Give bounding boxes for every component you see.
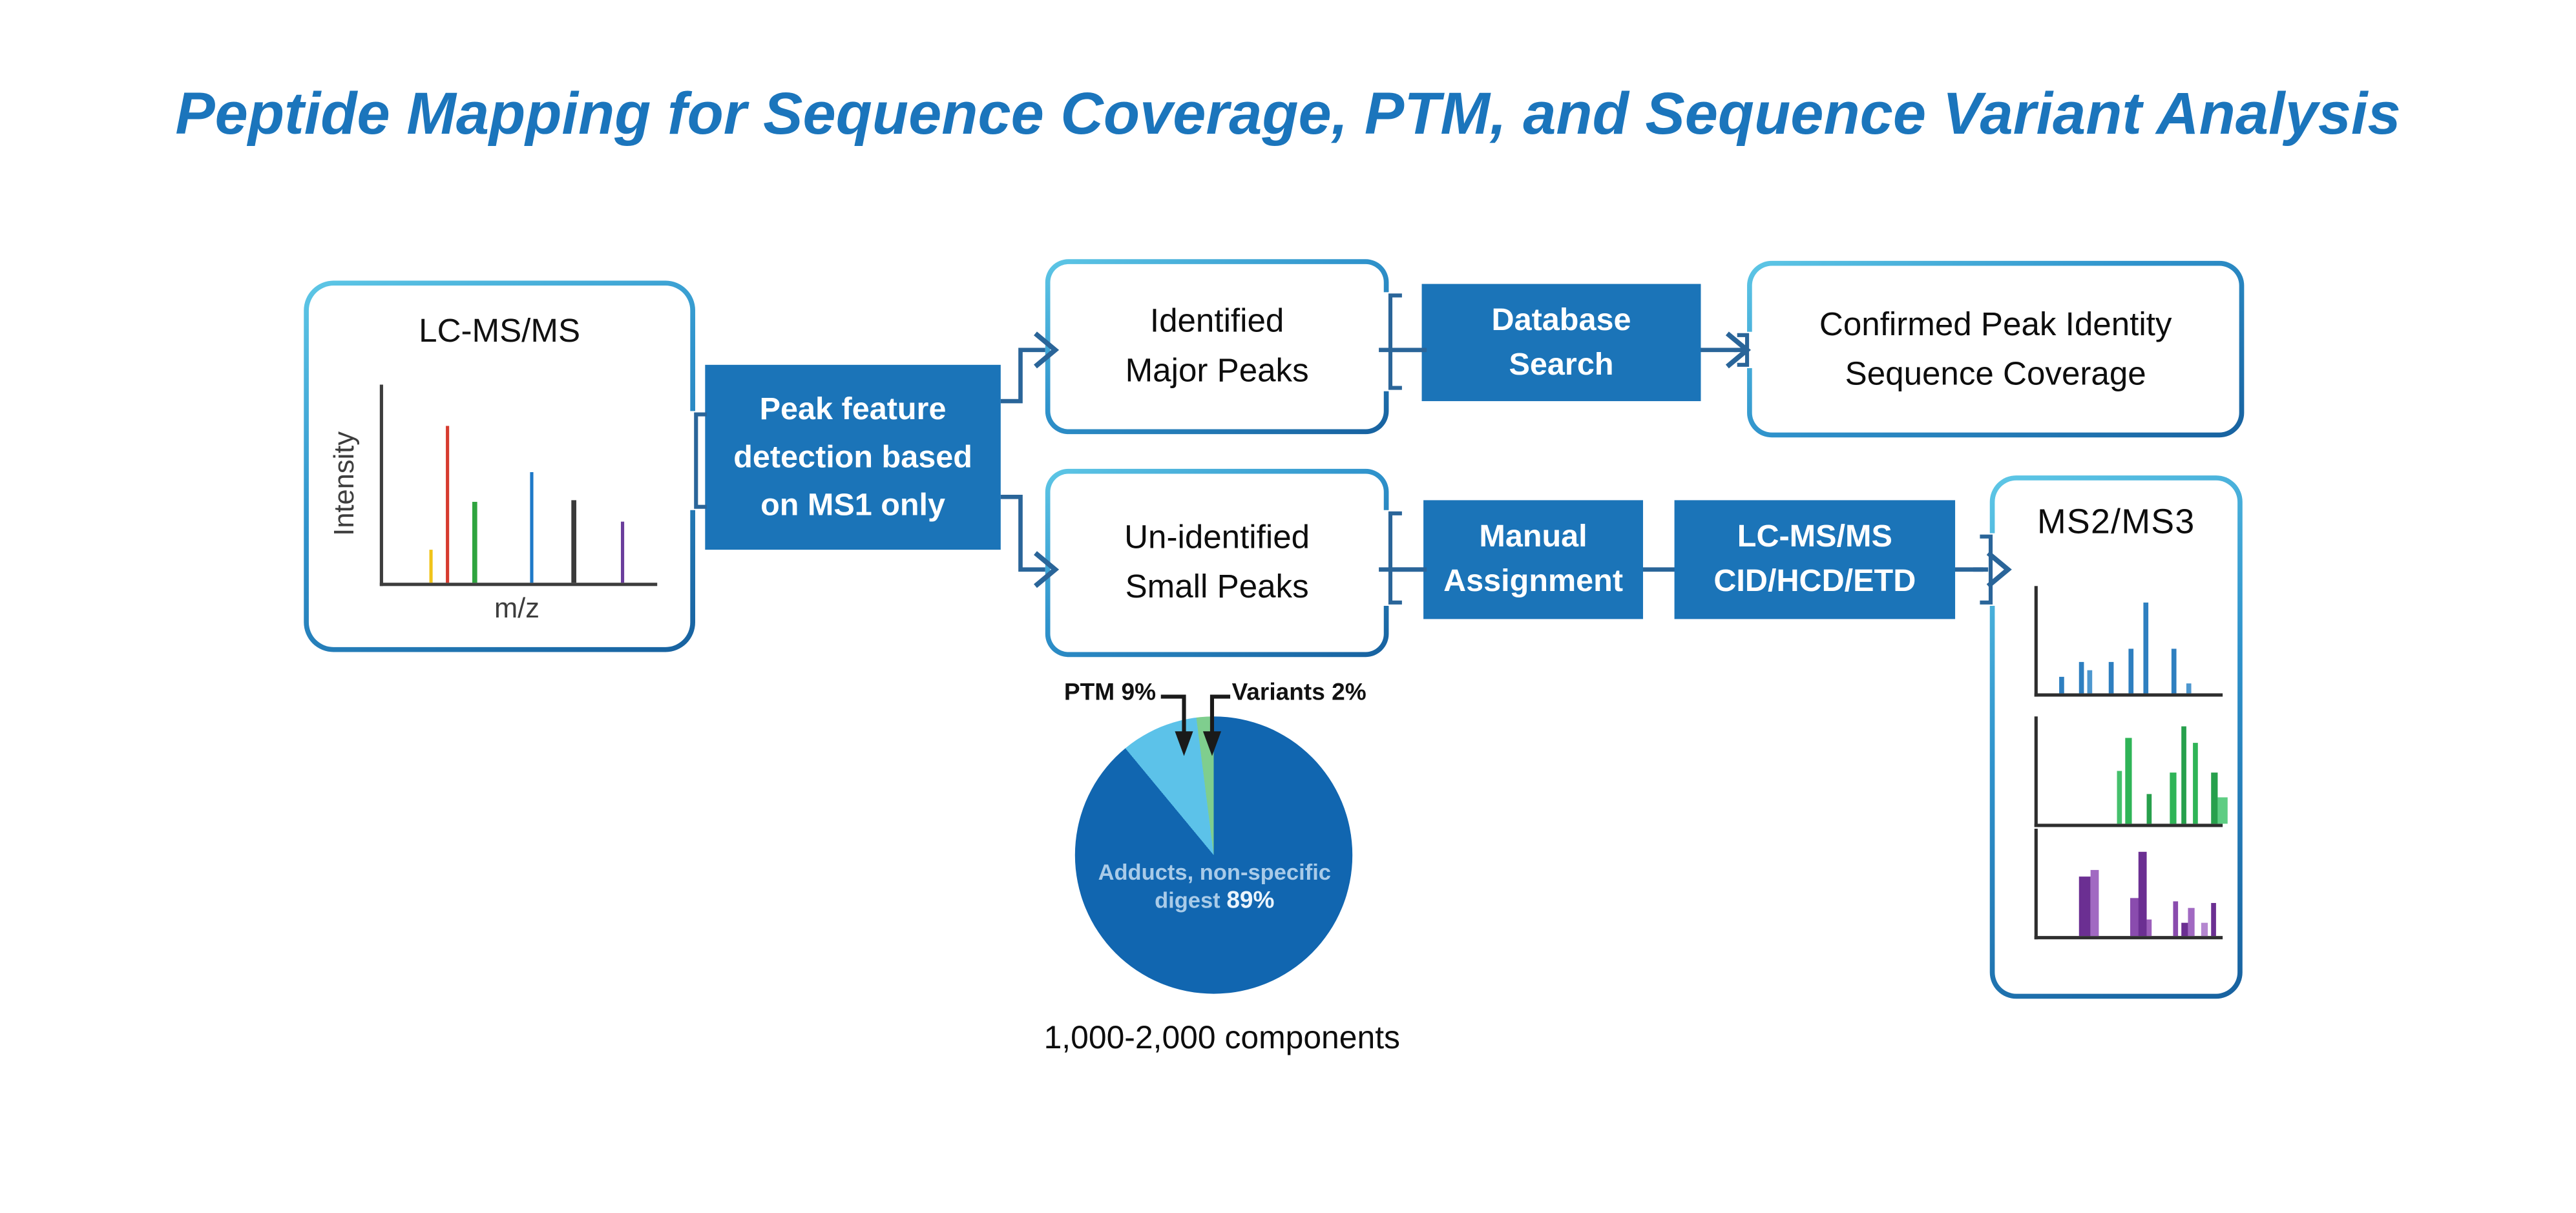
identified-line: Major Peaks bbox=[1125, 353, 1309, 390]
database-search-box: Database Search bbox=[1421, 284, 1701, 402]
ms2-box-body: MS2/MS3 bbox=[1995, 480, 2238, 994]
sketch-bracket bbox=[1980, 534, 1993, 605]
identified-major-peaks-box: Identified Major Peaks bbox=[1045, 259, 1389, 435]
spectrum-bar bbox=[571, 499, 576, 583]
spectrum-bar bbox=[2108, 661, 2113, 694]
pie-center-line2: digest 89% bbox=[1070, 886, 1359, 916]
peak-feature-line: detection based bbox=[733, 440, 972, 475]
confirmed-box-label: Confirmed Peak Identity Sequence Coverag… bbox=[1752, 265, 2239, 432]
pie-label-ptm-value: 9% bbox=[1121, 679, 1157, 707]
spectrum-bar bbox=[2171, 648, 2176, 694]
database-search-line: Search bbox=[1509, 347, 1614, 382]
spectrum-bar bbox=[2210, 902, 2217, 937]
identified-line: Identified bbox=[1149, 304, 1284, 340]
pie-center-line2-prefix: digest bbox=[1155, 888, 1220, 913]
ms2-box-title: MS2/MS3 bbox=[2037, 503, 2195, 542]
ms2-ms3-box: MS2/MS3 bbox=[1989, 475, 2243, 999]
spectrum-bar bbox=[620, 521, 625, 583]
spectrum-bar bbox=[2146, 794, 2153, 824]
spectrum-bar bbox=[2139, 852, 2147, 937]
arrowhead-icon bbox=[1725, 331, 1752, 369]
spectrum-bar bbox=[2182, 922, 2188, 937]
confirmed-peak-identity-box: Confirmed Peak Identity Sequence Coverag… bbox=[1747, 260, 2245, 438]
manual-assignment-line: Manual bbox=[1479, 520, 1587, 555]
unidentified-line: Un-identified bbox=[1124, 520, 1310, 557]
spectrum-bar bbox=[2192, 742, 2199, 824]
spectrum-bar bbox=[2146, 918, 2153, 937]
pie-center-line1: Adducts, non-specific bbox=[1098, 860, 1331, 885]
components-pie-chart bbox=[1074, 716, 1353, 994]
spectrum-bar bbox=[2201, 922, 2208, 937]
spectrum-bar bbox=[428, 549, 433, 583]
spectrum-bar bbox=[2079, 661, 2084, 694]
spectrum-bar bbox=[2129, 648, 2134, 694]
lcms-spectrum-xlabel: m/z bbox=[494, 592, 539, 625]
sketch-bracket bbox=[1737, 333, 1750, 367]
database-search-line: Database bbox=[1491, 302, 1631, 338]
lcms-box-title: LC-MS/MS bbox=[419, 313, 581, 350]
spectrum-bar bbox=[2217, 798, 2228, 824]
spectrum-bar bbox=[2058, 676, 2064, 694]
ms2-spectrum-purple bbox=[2034, 829, 2223, 940]
unidentified-box-label: Un-identified Small Peaks bbox=[1050, 474, 1383, 652]
fork-down-connector bbox=[1000, 494, 1045, 572]
unidentified-box-body: Un-identified Small Peaks bbox=[1050, 473, 1384, 652]
spectrum-bar bbox=[473, 501, 477, 583]
manual-assignment-box: Manual Assignment bbox=[1423, 500, 1644, 619]
spectrum-bar bbox=[2186, 682, 2192, 694]
spectrum-bar bbox=[2088, 670, 2093, 694]
lcms-box-body: LC-MS/MS Intensity m/z bbox=[308, 285, 691, 647]
sketch-bracket bbox=[1388, 293, 1402, 390]
spectrum-bar bbox=[2116, 770, 2122, 824]
unidentified-small-peaks-box: Un-identified Small Peaks bbox=[1045, 468, 1389, 658]
peak-feature-detection-box: Peak feature detection based on MS1 only bbox=[705, 364, 1001, 550]
pie-label-variants: Variants 2% bbox=[1232, 680, 1463, 707]
confirmed-box-body: Confirmed Peak Identity Sequence Coverag… bbox=[1752, 265, 2239, 433]
spectrum-bar bbox=[2188, 907, 2195, 937]
ms2-spectrum-green bbox=[2034, 716, 2228, 827]
spectrum-bar bbox=[529, 472, 534, 583]
peak-feature-line: on MS1 only bbox=[760, 488, 946, 523]
pie-center-line2-value: 89% bbox=[1226, 888, 1275, 915]
pie-label-variants-name: Variants bbox=[1231, 679, 1325, 707]
spectrum-bar bbox=[2078, 876, 2090, 937]
manual-assignment-line: Assignment bbox=[1443, 565, 1624, 599]
confirmed-line: Sequence Coverage bbox=[1845, 355, 2146, 393]
spectrum-bar bbox=[2211, 773, 2217, 824]
unidentified-line: Small Peaks bbox=[1125, 569, 1309, 606]
pie-label-ptm-name: PTM bbox=[1063, 679, 1115, 707]
ms2-spectrum-blue bbox=[2034, 586, 2223, 697]
identified-box-label: Identified Major Peaks bbox=[1050, 264, 1383, 430]
pie-center-label: Adducts, non-specific digest 89% bbox=[1070, 858, 1359, 916]
peak-feature-line: Peak feature bbox=[759, 392, 947, 427]
cid-line: LC-MS/MS bbox=[1737, 520, 1892, 555]
lcms-cid-hcd-etd-box: LC-MS/MS CID/HCD/ETD bbox=[1674, 500, 1956, 619]
confirmed-line: Confirmed Peak Identity bbox=[1819, 306, 2172, 343]
page-title: Peptide Mapping for Sequence Coverage, P… bbox=[175, 79, 2401, 147]
lcms-spectrum-ylabel: Intensity bbox=[328, 431, 361, 536]
spectrum-bar bbox=[445, 426, 450, 583]
spectrum-bar bbox=[2130, 897, 2141, 937]
spectrum-bar bbox=[2172, 900, 2179, 937]
spectrum-bar bbox=[2125, 738, 2131, 824]
spectrum-bar bbox=[2143, 603, 2148, 694]
cid-line: CID/HCD/ETD bbox=[1713, 565, 1916, 599]
pie-caption: 1,000-2,000 components bbox=[1043, 1020, 1400, 1057]
pie-label-ptm: PTM 9% bbox=[958, 680, 1156, 707]
spectrum-bar bbox=[2090, 869, 2099, 937]
lcms-box: LC-MS/MS Intensity m/z bbox=[304, 280, 695, 652]
spectrum-bar bbox=[2181, 726, 2187, 824]
spectrum-bar bbox=[2170, 773, 2176, 824]
pie-label-variants-value: 2% bbox=[1332, 679, 1367, 707]
fork-up-connector bbox=[1000, 347, 1045, 404]
identified-box-body: Identified Major Peaks bbox=[1050, 264, 1384, 430]
sketch-bracket bbox=[1388, 511, 1402, 605]
lcms-spectrum-chart bbox=[379, 384, 658, 586]
